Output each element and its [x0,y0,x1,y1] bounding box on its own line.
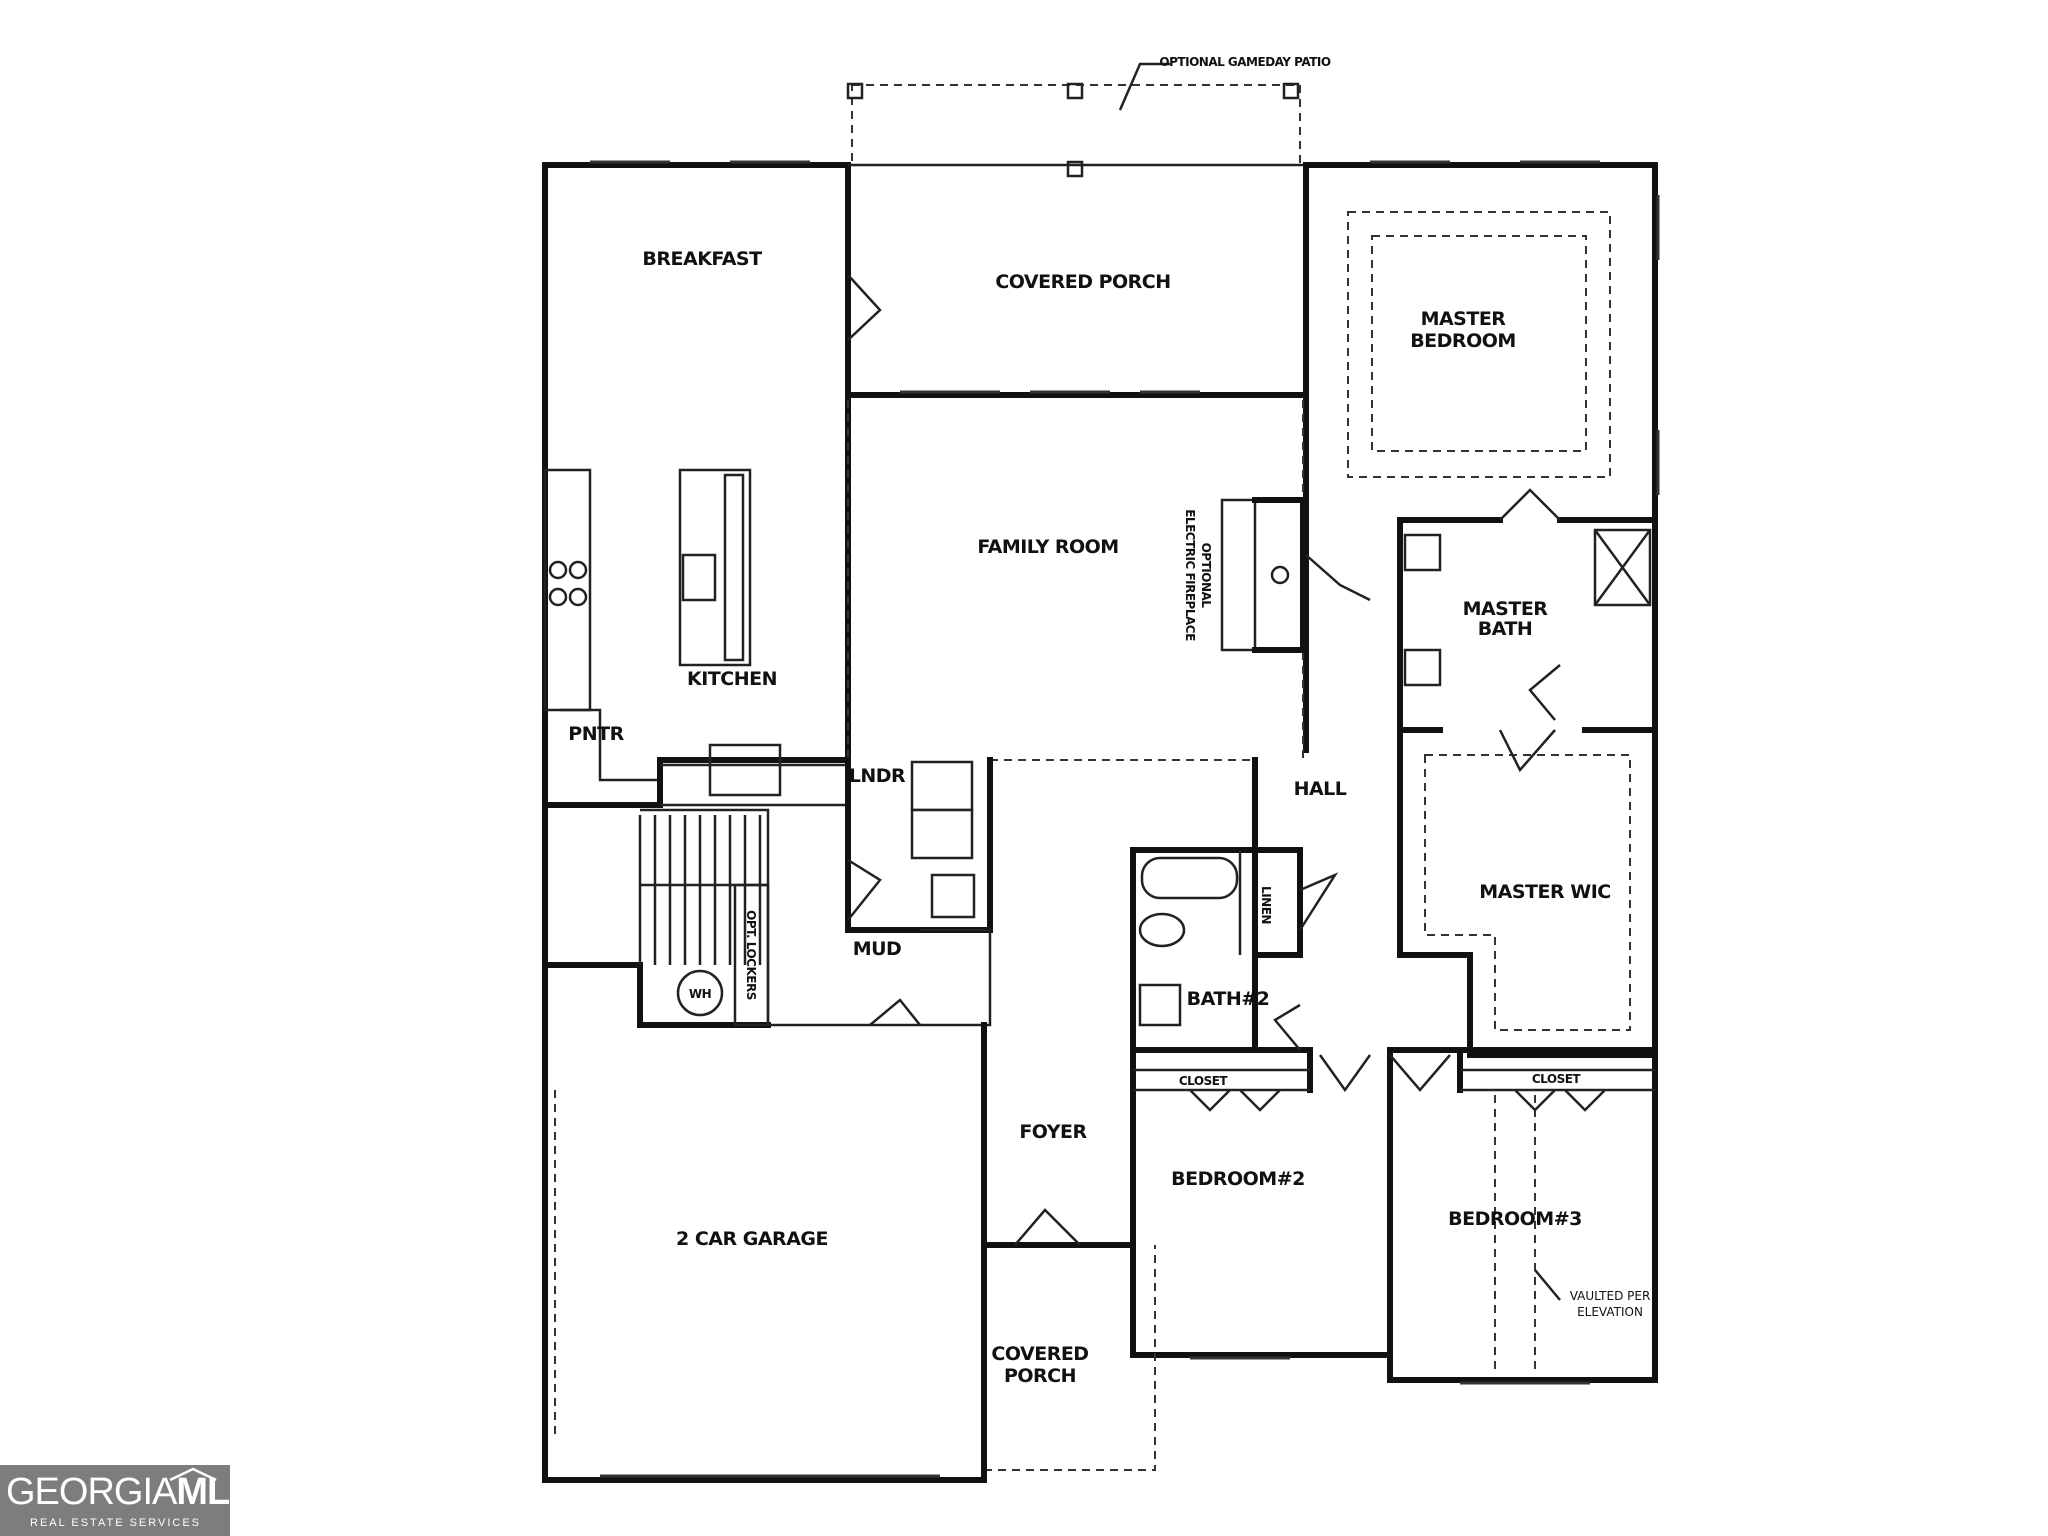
exterior-walls [542,162,1658,1483]
mud-label: MUD [853,938,902,960]
gameday-patio-note: OPTIONAL GAMEDAY PATIO [1159,55,1330,69]
lockers-label: OPT. LOCKERS [744,910,758,1000]
logo-subtitle: REAL ESTATE SERVICES [30,1517,202,1529]
master-bedroom-label-1: MASTER [1421,308,1507,330]
bedroom-2-label: BEDROOM#2 [1171,1168,1305,1190]
windows [554,160,1660,1478]
covered-porch-rear-label: COVERED PORCH [995,271,1170,293]
optional-patio [846,62,1301,178]
master-bath-label-2: BATH [1478,618,1533,640]
closet-bed3-label: CLOSET [1532,1072,1582,1086]
water-heater-label: WH [689,987,711,1001]
pantry-label: PNTR [568,723,624,745]
fireplace-note-2: ELECTRIC FIREPLACE [1183,509,1197,641]
interior-walls [542,211,1658,1383]
breakfast-label: BREAKFAST [642,248,762,270]
linen-label: LINEN [1259,886,1273,924]
logo-main-b: MLS [176,1471,254,1513]
kitchen-fixtures [543,468,782,797]
laundry-label: LNDR [849,765,906,787]
master-bath-label-1: MASTER [1463,598,1549,620]
bath-2-label: BATH#2 [1187,988,1270,1010]
master-bedroom-label-2: BEDROOM [1410,330,1516,352]
closet-bed2-label: CLOSET [1179,1074,1229,1088]
logo-wordmark: GEORGIAMLS [6,1471,255,1514]
vaulted-note-2: ELEVATION [1577,1305,1643,1319]
covered-porch-front-label-1: COVERED [991,1343,1088,1365]
foyer-label: FOYER [1019,1121,1087,1143]
bedroom-3-label: BEDROOM#3 [1448,1208,1582,1230]
family-room-label: FAMILY ROOM [977,536,1118,558]
master-wic-label: MASTER WIC [1479,881,1610,903]
covered-porch-front-label-2: PORCH [1004,1365,1076,1387]
garage-label: 2 CAR GARAGE [676,1228,828,1250]
kitchen-label: KITCHEN [687,668,777,690]
logo-main-a: GEORGIA [6,1471,177,1513]
vaulted-note-1: VAULTED PER [1570,1289,1651,1303]
georgia-mls-logo: GEORGIAMLS REAL ESTATE SERVICES [0,1465,255,1536]
hall-label: HALL [1294,778,1347,800]
doors [847,274,1606,1246]
roof-icon [169,1467,217,1481]
fireplace-note-1: OPTIONAL [1199,543,1213,609]
